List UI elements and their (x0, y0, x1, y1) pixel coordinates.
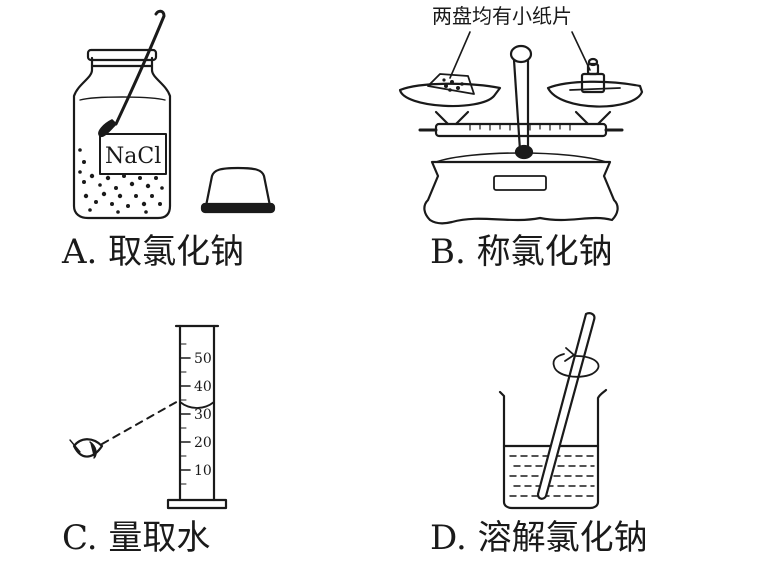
left-pan (398, 73, 502, 126)
caption-c: C. 量取水 (62, 518, 211, 558)
jar-stopper (200, 166, 276, 214)
scale-mark-20: 20 (194, 435, 212, 451)
balance-pointer (509, 44, 534, 160)
balance-annotation: 两盘均有小纸片 (432, 4, 572, 28)
stir-rotation-arrow (552, 347, 600, 378)
salt-granules (78, 148, 164, 214)
caption-a: A. 取氯化钠 (62, 232, 245, 272)
scale-mark-30: 30 (194, 407, 212, 423)
graduated-cylinder (166, 324, 228, 510)
annotation-pointer (449, 31, 471, 79)
medicine-spoon (98, 9, 166, 138)
jar-label (99, 133, 167, 175)
caption-d: D. 溶解氯化钠 (430, 518, 648, 558)
right-pan (546, 57, 644, 126)
panel-c-illustration: 50 40 30 20 10 (69, 324, 228, 510)
sight-line (101, 399, 181, 445)
cylinder-scale-labels: 50 40 30 20 10 (194, 351, 212, 479)
scale-mark-10: 10 (194, 463, 212, 479)
jar-label-text: NaCl (105, 144, 161, 169)
caption-b: B. 称氯化钠 (430, 232, 613, 272)
glass-rod (536, 312, 596, 500)
panel-a-illustration (72, 9, 276, 220)
panel-b-illustration (398, 31, 644, 225)
panel-d-illustration (498, 312, 608, 510)
paper-with-salt (427, 73, 475, 95)
scale-mark-40: 40 (194, 379, 212, 395)
balance-base (423, 152, 619, 225)
weight (580, 57, 606, 94)
eye-icon (69, 438, 104, 459)
scale-mark-50: 50 (194, 351, 212, 367)
balance-beam (418, 122, 624, 138)
